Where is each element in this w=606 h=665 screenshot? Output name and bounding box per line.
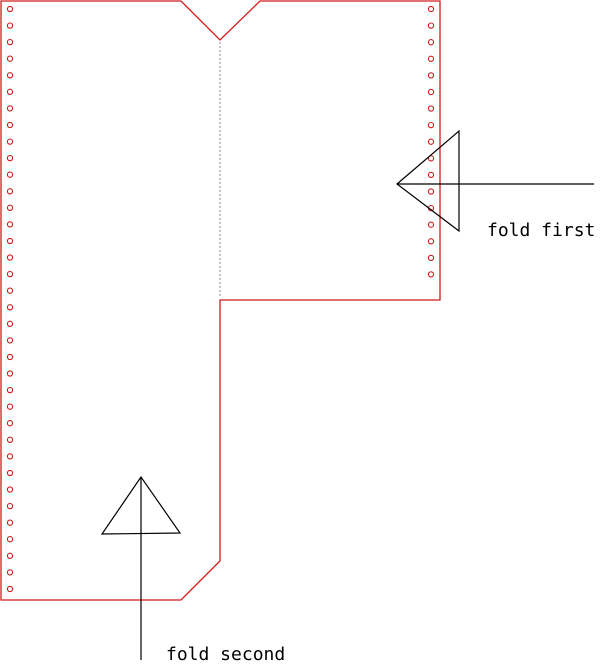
perforation-hole xyxy=(6,38,14,46)
perforation-hole xyxy=(6,337,14,344)
perforation-hole xyxy=(427,238,435,245)
perforation-hole xyxy=(6,469,14,477)
perforation-hole xyxy=(6,270,14,278)
perforation-hole xyxy=(6,154,14,162)
perforation-hole xyxy=(6,353,14,361)
perforation-hole xyxy=(427,72,435,79)
perforation-hole xyxy=(6,72,14,79)
fold-second-arrow-icon xyxy=(100,475,182,660)
perforation-hole xyxy=(6,536,14,543)
perforation-hole xyxy=(6,105,14,112)
perforation-hole xyxy=(6,254,14,261)
fold-second-arrow-head xyxy=(100,475,182,535)
perforation-hole xyxy=(6,221,14,228)
perforation-hole xyxy=(6,237,14,245)
perforation-holes-left xyxy=(6,5,14,593)
perforation-hole xyxy=(6,22,14,29)
perforation-hole xyxy=(6,5,14,13)
fold-first-label: fold first xyxy=(487,220,596,241)
fold-first-arrow-icon xyxy=(396,129,594,233)
perforation-hole xyxy=(427,138,435,145)
perforation-hole xyxy=(6,386,14,394)
perforation-hole xyxy=(427,221,435,228)
perforation-holes-right xyxy=(427,5,435,278)
perforation-hole xyxy=(6,287,14,294)
perforation-hole xyxy=(6,88,14,95)
perforation-hole xyxy=(6,519,14,526)
perforation-hole xyxy=(427,171,435,179)
perforation-hole xyxy=(6,55,14,62)
perforation-hole xyxy=(6,304,14,311)
perforation-hole xyxy=(427,39,435,46)
perforation-hole xyxy=(6,121,14,129)
perforation-hole xyxy=(6,502,14,510)
perforation-hole xyxy=(427,5,435,13)
perforation-hole xyxy=(6,585,14,593)
perforation-hole xyxy=(427,105,435,112)
perforation-hole xyxy=(427,88,435,96)
perforation-hole xyxy=(6,171,14,178)
perforation-hole xyxy=(6,370,14,377)
perforation-hole xyxy=(427,271,435,278)
perforation-hole xyxy=(427,188,435,195)
perforation-hole xyxy=(6,420,14,427)
perforation-hole xyxy=(6,403,14,410)
perforation-hole xyxy=(427,22,435,29)
perforation-hole xyxy=(6,188,14,195)
perforation-hole xyxy=(427,55,435,62)
fold-second-label: fold second xyxy=(166,644,286,665)
perforation-hole xyxy=(6,569,14,576)
perforation-hole xyxy=(6,453,14,460)
fold-first-arrow-head xyxy=(396,129,460,233)
perforation-hole xyxy=(6,486,14,493)
perforation-hole xyxy=(427,121,435,129)
perforation-hole xyxy=(6,552,14,559)
perforation-hole xyxy=(6,436,14,443)
perforation-hole xyxy=(427,254,435,262)
perforation-hole xyxy=(6,204,14,211)
template-outline xyxy=(0,0,441,601)
perforation-hole xyxy=(6,138,14,145)
perforation-hole xyxy=(6,320,14,327)
